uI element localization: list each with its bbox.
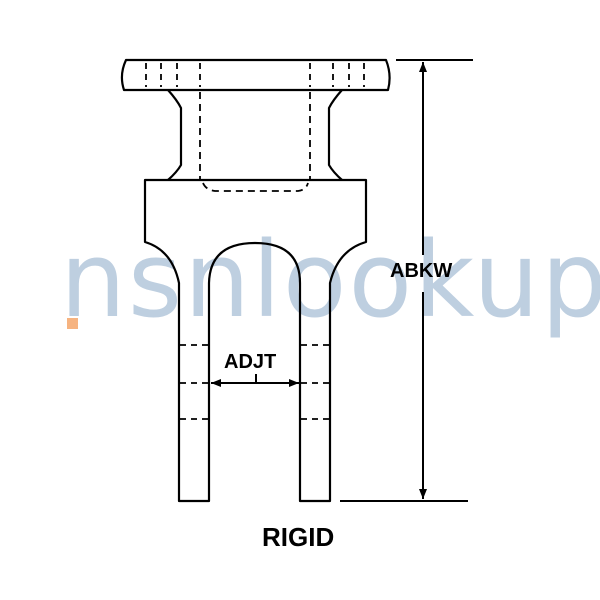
watermark-accent-dot <box>67 318 78 329</box>
diagram-title: RIGID <box>262 522 335 552</box>
flange-hidden-lines <box>145 63 365 87</box>
leg-hidden-lines <box>180 344 329 420</box>
adjt-label: ADJT <box>224 351 277 373</box>
abkw-label: ABKW <box>390 260 453 282</box>
adjt-dimension <box>211 374 299 387</box>
bore-hidden-lines <box>199 92 311 192</box>
fork-body <box>143 178 368 503</box>
neck-right <box>327 89 343 181</box>
top-flange <box>120 58 391 92</box>
abkw-dimension <box>340 59 473 502</box>
neck-left <box>167 89 183 181</box>
